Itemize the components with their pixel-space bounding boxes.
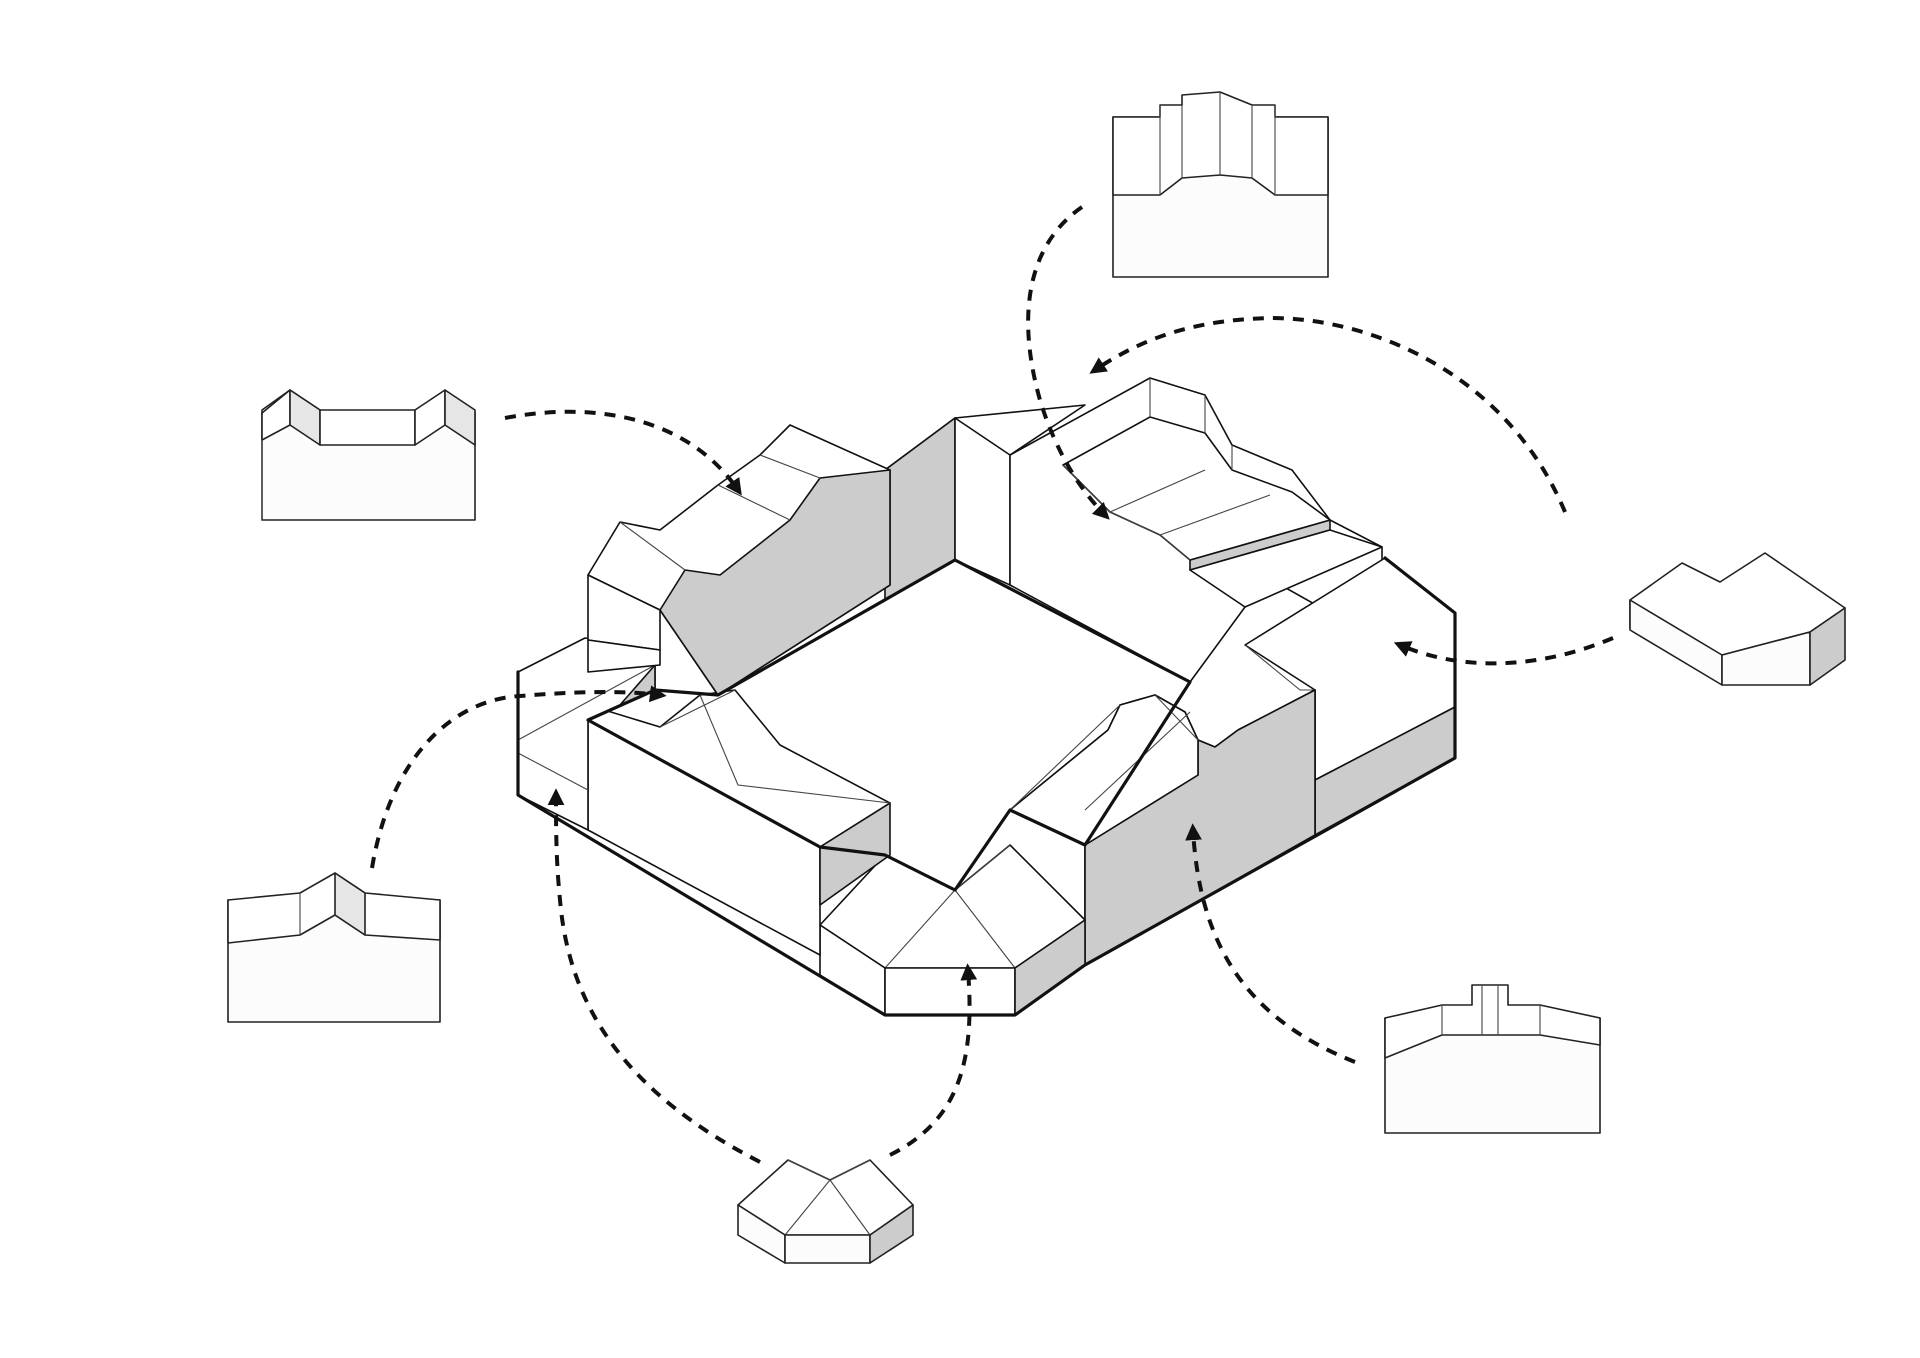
flow-arrow bbox=[1026, 205, 1110, 520]
flow-arrow bbox=[1185, 823, 1356, 1064]
double-parapet-elevation-icon bbox=[261, 389, 476, 521]
block-silhouette bbox=[516, 556, 1457, 1017]
notched-block-axonometric-icon bbox=[1629, 552, 1846, 686]
flow-arrow bbox=[370, 685, 667, 869]
flow-arrow bbox=[889, 963, 978, 1157]
flow-arrow bbox=[1393, 636, 1614, 666]
flow-arrow bbox=[1089, 315, 1567, 513]
courtyard-outline bbox=[586, 558, 1192, 892]
gable-elevation-icon bbox=[227, 872, 441, 1023]
chimney-elevation-icon bbox=[1384, 984, 1601, 1134]
flow-arrow bbox=[504, 409, 742, 496]
building-north-back bbox=[884, 404, 1086, 601]
flow-arrow bbox=[547, 788, 761, 1164]
flow-arrows bbox=[370, 205, 1614, 1164]
building-north-west bbox=[587, 424, 891, 696]
stepped-gable-elevation-icon bbox=[1112, 91, 1329, 278]
building-north-east bbox=[1009, 377, 1383, 683]
perimeter-block bbox=[516, 377, 1457, 1017]
building-south-west bbox=[587, 689, 891, 956]
hexagonal-hip-roof-axonometric-icon bbox=[737, 1159, 914, 1264]
